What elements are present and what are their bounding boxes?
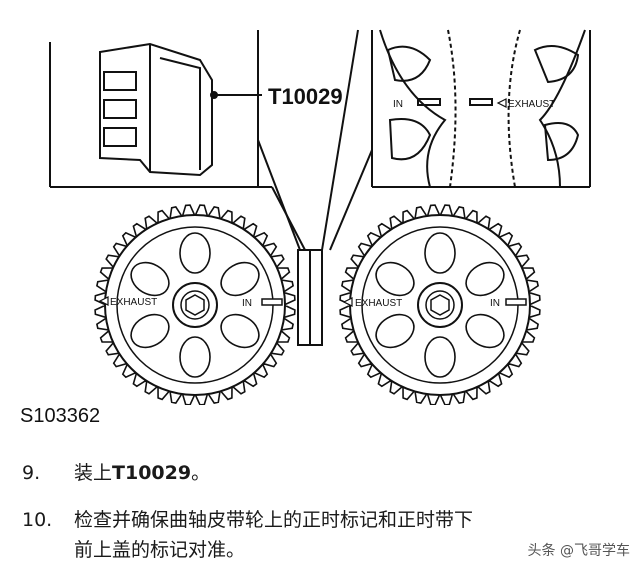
camshaft-gear-diagram: T10029 IN EXHAUST EXHAUST IN [49,29,591,405]
right-camshaft-gear [339,204,541,405]
left-gear-in-label: IN [242,298,252,309]
step-text-line1: 检查并确保曲轴皮带轮上的正时标记和正时带下 [74,509,474,531]
watermark: 头条 @飞哥学车 [527,540,630,560]
right-gear-exhaust-arrow-icon [342,297,353,307]
gear-window [179,336,211,378]
locking-tool-between-gears [297,249,323,346]
gear-window [465,261,505,297]
gear-window [179,232,211,274]
gear-window [465,313,505,349]
frame-lines [49,29,591,251]
step-text: 装上 [74,462,113,484]
step-10: 10. 检查并确保曲轴皮带轮上的正时标记和正时带下 前上盖的标记对准。 [22,505,632,565]
step-text-end: 。 [191,462,211,484]
tool-t10029-drawing [99,42,262,177]
gear-window [220,313,260,349]
figure-code: S103362 [20,405,101,427]
step-number: 10. [22,509,53,531]
gear-window [424,232,456,274]
gear-window [424,336,456,378]
step-text-line2: 前上盖的标记对准。 [74,539,246,561]
left-gear-bolt-icon [185,294,205,316]
right-gear-bolt-icon [430,294,450,316]
right-gear-windows [375,232,505,378]
step-tool-code: T10029 [112,462,192,484]
step-9: 9. 装上T10029。 [22,458,210,488]
gear-window [220,261,260,297]
left-gear-exhaust-arrow-icon [98,296,109,306]
right-gear-in-label: IN [490,298,500,309]
inset-detail [379,29,586,188]
left-gear-windows [130,232,260,378]
left-gear-exhaust-label: EXHAUST [110,297,157,308]
inset-exhaust-arrow-icon [496,98,507,108]
gear-window [130,313,170,349]
gear-window [375,313,415,349]
gear-window [130,261,170,297]
inset-exhaust-label: EXHAUST [508,99,555,110]
tool-label: T10029 [268,84,343,109]
right-gear-exhaust-label: EXHAUST [355,298,402,309]
step-number: 9. [22,462,41,484]
inset-in-label: IN [393,99,403,110]
gear-window [375,261,415,297]
left-camshaft-gear [94,204,296,405]
